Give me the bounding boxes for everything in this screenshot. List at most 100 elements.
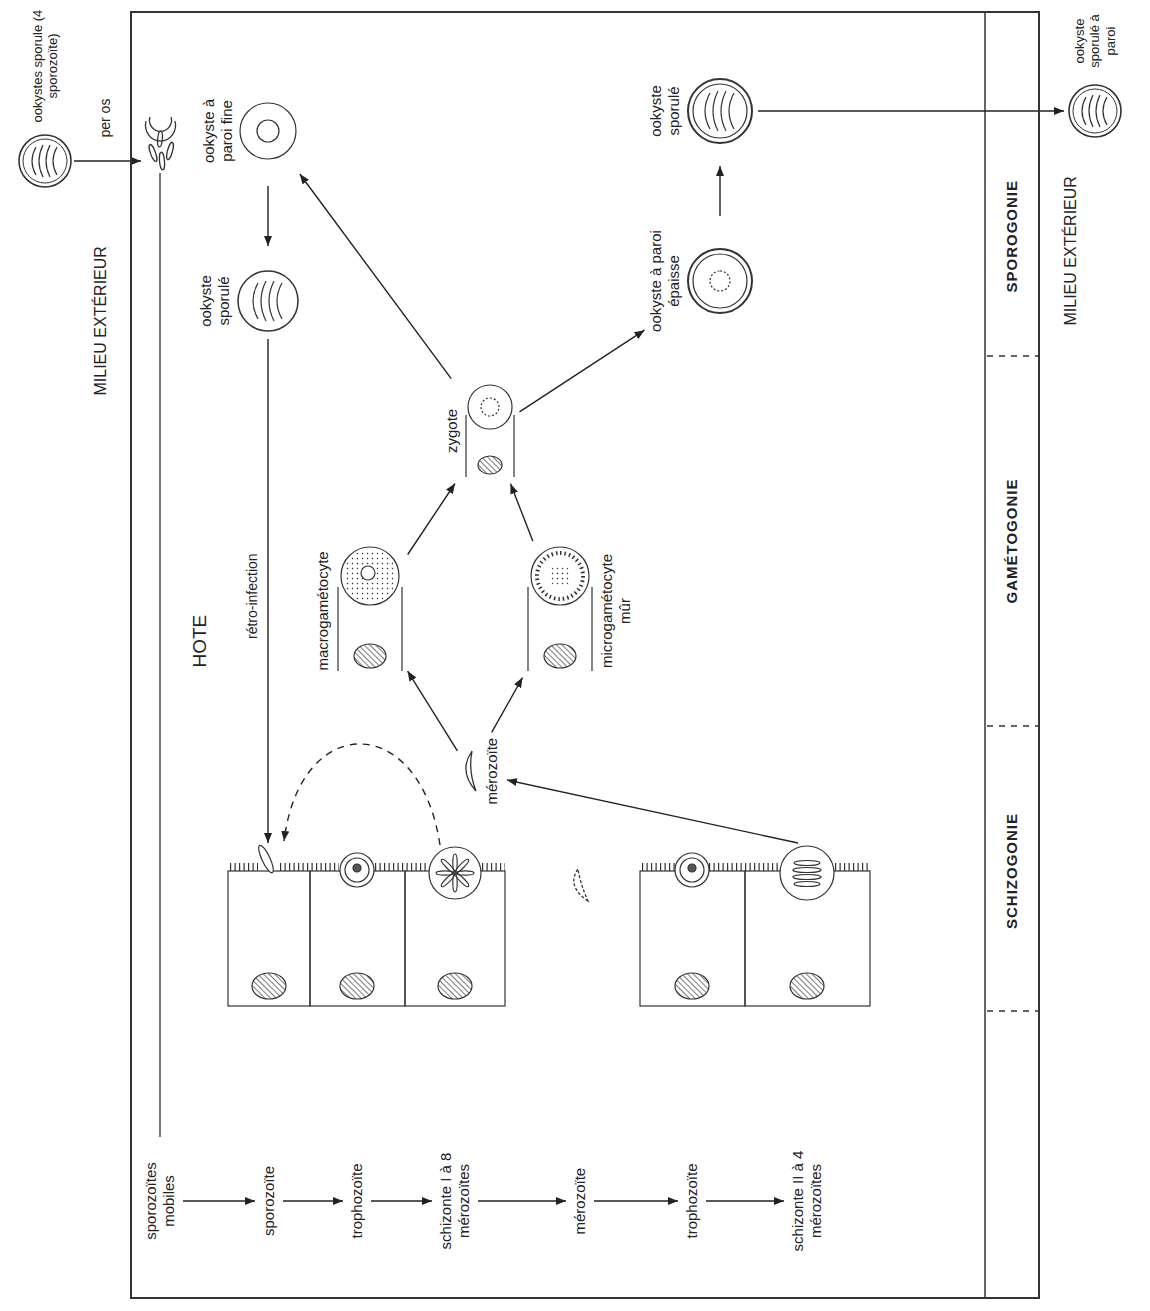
oocyst-wall [1069,85,1121,137]
flow-arrow [183,1200,255,1201]
stage-label: zygote [443,409,461,453]
stage-figure-node: ookyste sporulé [647,59,755,163]
ingested-oocyst [19,135,71,187]
stage-figure-node: microgamétocyte mûr [524,544,634,678]
sporulated-oocyst [238,271,298,331]
gametocyte [531,547,589,605]
stage-label: ookyste sporulé [647,61,683,161]
sporozoite [159,152,166,170]
route-label: per os [97,99,114,138]
stage-label-node: trophozoïte [681,1160,703,1243]
stage-label-node: schizonte I à 8 mérozoïtes [435,1127,475,1275]
zygote-figure [466,385,514,477]
parasite-nucleus [353,864,361,872]
cell-nucleus [675,973,709,999]
schizont [429,847,481,899]
free-merozoite [574,869,588,901]
stage-figure-node: ookyste à paroi épaisse [647,219,755,343]
microgametocyte-figure [528,547,592,671]
sporont [257,120,279,142]
stage-label: ookyste sporulé [197,251,233,351]
flow-arrow [283,1200,343,1201]
sporozoite [705,91,734,131]
released-oocyst [1069,85,1121,137]
flow-arrow [706,1200,784,1201]
thin-oocyst [240,103,296,159]
stage-label: sporozoïtes mobiles [142,1136,178,1266]
vacuole [340,853,374,887]
oocyst-wall [23,139,67,183]
oocyst-wall [688,79,752,143]
oocyst-wall [19,135,71,187]
trophozoite [680,858,704,882]
flow-arrow [594,1200,678,1201]
cell-nucleus [544,644,576,668]
flow-arrow [267,186,268,246]
gametocyte-stipple [343,549,397,603]
oocyst-wall [240,103,296,159]
host-cell [228,871,310,1006]
oocyst-shell [150,117,172,131]
merozoite [466,751,476,791]
flow-arrow [511,484,533,541]
flow-arrow [300,174,451,379]
vacuole [675,853,709,887]
sporozoite [253,281,282,321]
stage-label: trophozoïte [683,1163,701,1238]
sporozoite [1082,95,1107,127]
oocyst-wall [693,254,747,308]
sporozoite [148,144,159,163]
stage-figure-node: ookystes sporule (4 sporozoïte) [17,5,73,189]
stage-figure-node: macrogamétocyte [314,546,406,676]
oocyst-wall [238,271,298,331]
recycling-arrow [284,744,440,845]
band-divider [987,1010,1039,1012]
stage-figure-node: ookyste sporulé à paroi [1067,5,1123,139]
flow-arrow [719,166,720,216]
cell-nucleus [252,973,286,999]
stage-label: ookyste à paroi fine [200,81,236,181]
stage-label-node: schizonte II à 4 mérozoïtes [787,1127,827,1275]
arrow-label: rétro-infection [244,553,261,639]
flow-arrow [492,678,523,733]
stage-label-node: sporozoïte [258,1162,280,1240]
gametocyte [341,547,399,605]
merozoite [440,858,456,874]
excysting-sporozoites [146,117,176,170]
stage-figure-node: ookyste à paroi fine [200,79,298,183]
cell-nucleus [790,973,824,999]
sporozoite [157,131,163,147]
band-divider [987,725,1039,727]
flow-arrow [758,110,1064,111]
band-line [984,11,986,1299]
parasite-nucleus [688,864,696,872]
stage-label: ookyste sporulé à paroi [1072,5,1119,77]
zygote-nucleus [481,398,499,416]
host-cell [640,871,745,1006]
flow-arrow [520,330,645,412]
band-divider [987,355,1039,357]
stage-figure-node: mérozoïte [459,736,501,807]
stage-label-node: sporozoïtes mobiles [140,1132,180,1270]
sporozoite [256,844,276,875]
epithelium [228,844,505,1006]
stage-label: ookyste à paroi épaisse [647,221,683,341]
stage-label-node: mérozoïte [569,1164,591,1239]
host-region: HOTEsporozoïtes mobilessporozoïtetrophoz… [130,11,1040,1299]
sporulated-oocyst [688,79,752,143]
phase-label: SPOROGONIE [1003,180,1021,293]
flow-arrow [478,1200,566,1201]
merozoite [793,875,821,880]
region-label: MILIEU EXTÉRIEUR [1061,176,1080,325]
stage-label: microgamétocyte mûr [598,546,634,676]
parasite-nucleus [361,566,375,580]
merozoite [793,868,821,873]
stage-label: ookystes sporule (4 sporozoïte) [30,5,61,127]
trophozoite [345,858,369,882]
microgametes [537,553,583,599]
stage-label: mérozoïte [483,738,501,805]
thick-oocyst [688,249,752,313]
